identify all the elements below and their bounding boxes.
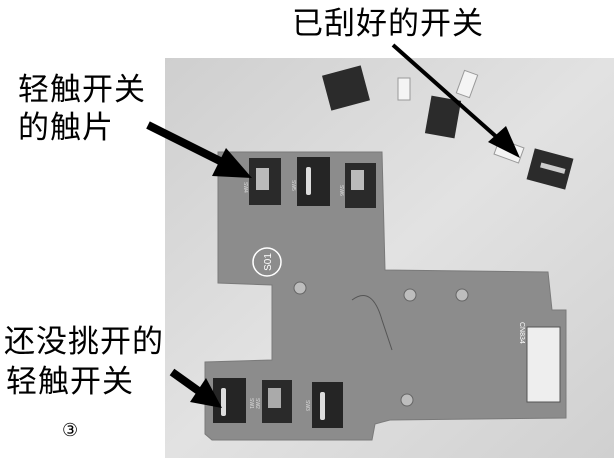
arrow-unopened: [169, 368, 222, 408]
s01-label: S01: [263, 253, 274, 271]
sw-label: SW2: [254, 398, 260, 409]
pen-mark: [351, 295, 393, 351]
label-unopened-line1: 还没挑开的: [4, 324, 164, 360]
switch-bottom-3: [312, 382, 343, 428]
mounting-holes: [293, 281, 469, 407]
figure-number: ③: [62, 420, 80, 441]
label-contact-line1: 轻触开关: [18, 72, 146, 108]
switch-bottom-2: [262, 380, 292, 423]
switch-bottom-1: [213, 378, 246, 423]
loose-switch-3: [526, 148, 574, 190]
sw-label: SW1: [248, 398, 254, 409]
switch-top-1: [249, 158, 281, 205]
label-unopened-line2: 轻触开关: [6, 364, 134, 400]
switch-top-2: [297, 157, 330, 206]
cn834-label: CN834: [518, 322, 525, 344]
label-contact-line2: 的触片: [18, 110, 114, 146]
pcb-board: [204, 151, 567, 441]
loose-switch-2: [424, 95, 462, 139]
switch-top-3: [345, 163, 376, 208]
sw-label: SW6: [338, 185, 344, 196]
connector: [526, 326, 561, 403]
label-scraped-switch: 已刮好的开关: [292, 6, 484, 42]
sw-label: SW3: [304, 400, 310, 411]
s01-circle: [252, 247, 282, 277]
loose-switch-1: [322, 65, 370, 111]
arrow-contact: [146, 121, 252, 178]
sw-label: SW5: [290, 180, 296, 191]
arrow-scraped: [391, 43, 520, 158]
sw-label: SW4: [242, 182, 248, 193]
